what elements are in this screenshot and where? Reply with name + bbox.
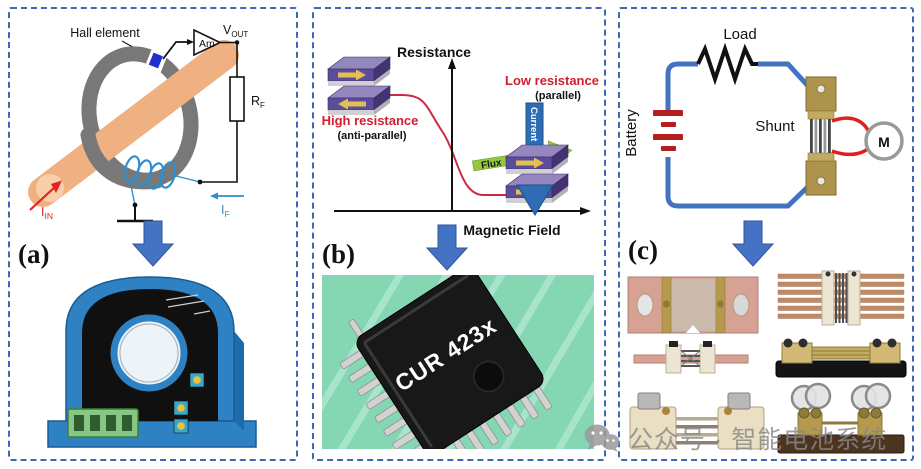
watermark: 公众号 · 智能电池系统 <box>584 420 887 456</box>
shunt-photo-inline <box>633 341 749 374</box>
iin-arrow <box>29 185 57 211</box>
shunt-photo-vintage <box>777 382 905 454</box>
panel-b-magnetoresistance: Resistance Magnetic Field Hi <box>312 7 606 461</box>
high-resistance-sublabel: (anti-parallel) <box>337 130 406 142</box>
high-resistance-label: High resistance <box>322 113 419 128</box>
current-arrow-label: Current <box>528 107 539 142</box>
sensor-top-text-hint <box>165 294 211 315</box>
shunt-photo-rods <box>777 270 905 326</box>
coil-feedback-wire <box>171 174 201 183</box>
coil-node <box>197 179 203 185</box>
low-resistance-label: Low resistance <box>505 73 599 88</box>
panel-a-canvas: Hall element <box>18 23 265 448</box>
resistance-curve <box>378 94 526 196</box>
down-arrow-icon <box>425 224 469 271</box>
amp-input-arrowhead <box>187 39 194 45</box>
watermark-text: 公众号 · 智能电池系统 <box>628 426 888 454</box>
circuit-wire <box>665 61 820 209</box>
shunt-label: Shunt <box>755 118 795 135</box>
y-axis-arrowhead <box>448 58 456 69</box>
load-resistor <box>696 42 758 86</box>
coil-ground-wire <box>129 180 136 206</box>
low-resistance-sublabel: (parallel) <box>535 90 581 102</box>
shunt-strips <box>810 119 831 153</box>
if-label: IF <box>221 203 230 219</box>
ground-symbol <box>117 202 153 223</box>
panel-c-label: (c) <box>628 235 658 265</box>
feedback-coil <box>123 155 177 190</box>
panel-a-label: (a) <box>18 239 49 269</box>
amplifier-label: Am <box>199 38 215 50</box>
shunt-assembly <box>805 76 837 196</box>
panel-a-hall-sensor: Hall element <box>8 7 298 461</box>
battery-symbol <box>653 110 683 151</box>
panel-c-canvas: Load Battery Shunt <box>623 26 907 454</box>
load-label: Load <box>723 26 756 43</box>
panel-b-label: (b) <box>322 239 355 269</box>
rf-resistor <box>229 76 245 122</box>
hall-element-chip <box>148 52 163 69</box>
sensor-terminal-block <box>67 408 139 438</box>
hall-element-label: Hall element <box>70 26 140 40</box>
if-arrowhead <box>210 192 218 200</box>
shunt-photo-base <box>775 338 907 378</box>
chip-ic: CUR 423x <box>339 275 552 449</box>
vout-label: VOUT <box>223 23 248 39</box>
x-axis-label: Magnetic Field <box>463 222 560 238</box>
sense-wires <box>831 116 872 157</box>
sensor-aperture <box>110 314 188 392</box>
meter-label: M <box>878 134 890 150</box>
hall-sensor-photo <box>47 276 257 448</box>
meter-circle <box>864 121 904 161</box>
rf-bottom-wire <box>200 121 238 183</box>
conductor-rod-end <box>36 174 64 202</box>
iin-label: IIN <box>41 205 53 221</box>
chip-photo: CUR 423x <box>322 275 594 449</box>
current-arrowhead <box>516 184 554 216</box>
chip-pins <box>339 319 552 449</box>
down-arrow-icon <box>131 220 175 267</box>
sensor-indicator-buttons <box>173 372 205 434</box>
antiparallel-stack-icon <box>327 56 391 115</box>
battery-label: Battery <box>623 109 640 157</box>
conductor-rod <box>28 40 239 207</box>
panel-c-shunt: Load Battery Shunt <box>618 7 914 461</box>
shunt-photo-blocks <box>629 392 765 450</box>
shunt-photo-plate <box>627 276 759 334</box>
iin-arrowhead <box>51 180 62 193</box>
down-arrow-icon <box>731 220 775 267</box>
panel-b-canvas: Resistance Magnetic Field Hi <box>322 44 599 449</box>
y-axis-label: Resistance <box>397 44 471 60</box>
amplifier-triangle <box>193 28 222 57</box>
flux-label: Flux <box>480 157 502 171</box>
hall-to-amp-wire <box>162 41 188 60</box>
wechat-icon <box>584 424 620 452</box>
rf-label: RF <box>251 94 265 110</box>
x-axis-arrowhead <box>580 207 591 215</box>
